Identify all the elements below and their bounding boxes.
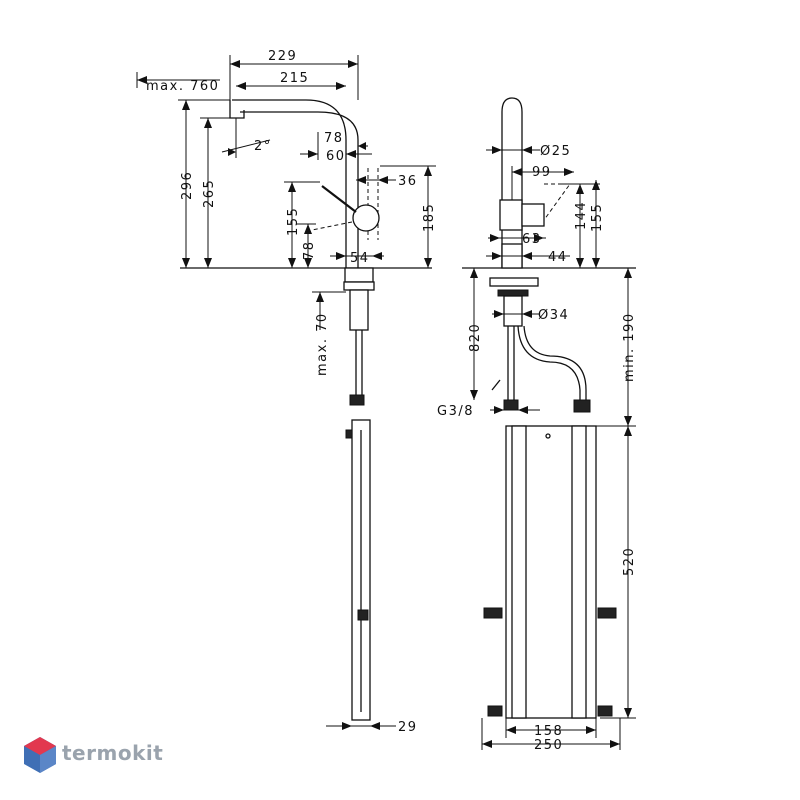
spout-outline-inner	[240, 111, 359, 268]
dim-144: 144	[574, 201, 589, 230]
handle-front-swing	[543, 183, 571, 221]
dim-g38: G3/8	[437, 404, 474, 419]
base-nut	[343, 281, 375, 291]
shank-front	[503, 295, 523, 327]
dim-78-top: 78	[324, 131, 344, 146]
weight-box-rail-left	[511, 425, 527, 719]
dim-99: 99	[532, 165, 552, 180]
dim-265: 265	[202, 179, 217, 208]
weight-box-rail-right	[571, 425, 587, 719]
dim-229: 229	[268, 49, 297, 64]
nut-front	[497, 289, 529, 297]
dim-max-760: max. 760	[146, 79, 219, 94]
dim-78-left: 78	[302, 240, 317, 260]
box-screw	[545, 433, 551, 439]
spout-front	[501, 97, 523, 268]
brand-name: termokit	[62, 741, 164, 765]
dim-158: 158	[534, 724, 563, 739]
dim-60: 60	[326, 149, 346, 164]
flange-front	[489, 277, 539, 287]
dim-63: 63	[522, 232, 542, 247]
bracket-right	[597, 607, 617, 619]
hose-front	[507, 326, 515, 400]
dim-155-right: 155	[590, 203, 605, 232]
supply-hose	[355, 330, 363, 395]
side-view: 229 215 max. 760 2° 296 265 78	[136, 49, 437, 735]
bar-clip-mid	[357, 609, 369, 621]
dim-155-left: 155	[286, 207, 301, 236]
dim-29: 29	[398, 720, 418, 735]
dim-min-190: min. 190	[622, 312, 637, 382]
dim-max-70: max. 70	[315, 312, 330, 376]
dim-820: 820	[468, 323, 483, 352]
bar-clip-top	[345, 429, 353, 439]
hose-connector-right	[573, 399, 591, 413]
dim-296: 296	[180, 171, 195, 200]
handle-knob	[352, 204, 380, 232]
g38-connector	[503, 399, 519, 411]
dim-36: 36	[398, 174, 418, 189]
dim-520: 520	[622, 547, 637, 576]
shank	[349, 289, 369, 331]
foot-right	[597, 705, 613, 717]
dim-215: 215	[280, 71, 309, 86]
handle-lever	[321, 185, 357, 213]
dim-54: 54	[350, 251, 370, 266]
hose-connector-small	[491, 379, 501, 391]
dim-dia-25: Ø25	[540, 144, 571, 159]
dim-250: 250	[534, 738, 563, 753]
spout-outline-outer	[232, 99, 347, 268]
dim-dia-34: Ø34	[538, 308, 569, 323]
dim-185: 185	[422, 203, 437, 232]
handle-front	[521, 203, 545, 227]
front-view: Ø25 99 144 155 63 44 820	[437, 97, 637, 753]
handle-hub-front	[499, 199, 523, 231]
dim-44: 44	[548, 250, 568, 265]
hose-connector	[349, 394, 365, 406]
dim-angle-2: 2°	[254, 139, 272, 154]
foot-left	[487, 705, 503, 717]
termokit-logo-icon	[24, 737, 56, 773]
hose-curve	[517, 325, 587, 410]
base-flange	[344, 267, 374, 283]
bracket-left	[483, 607, 503, 619]
spray-head	[229, 100, 245, 119]
